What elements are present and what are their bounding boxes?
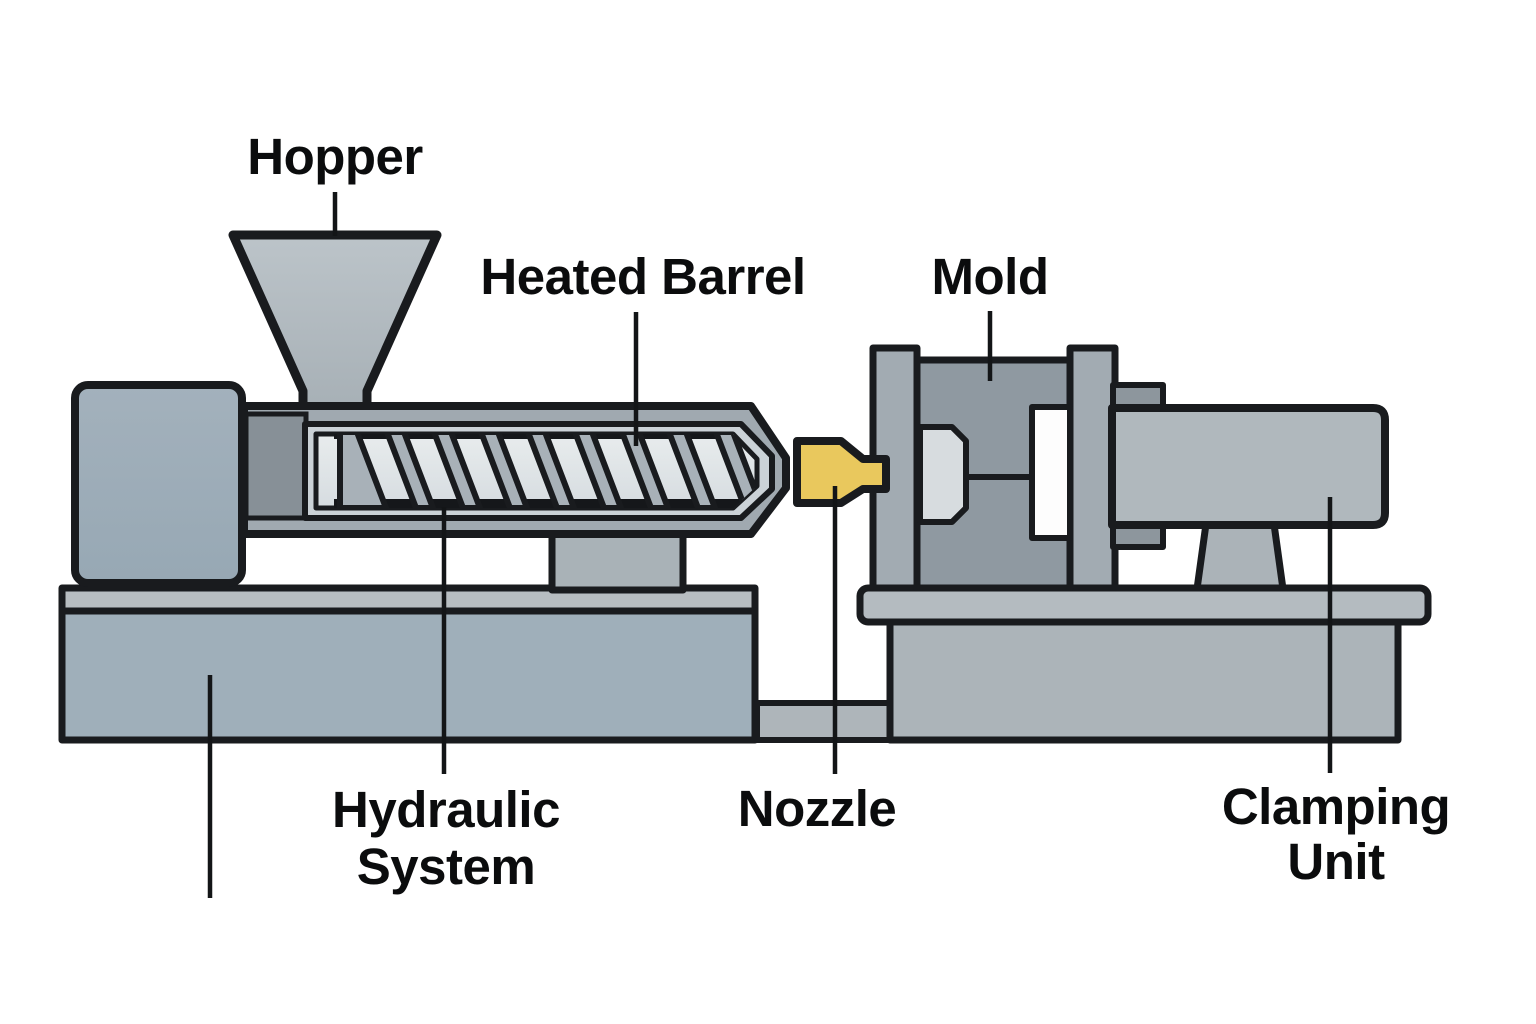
mold-label: Mold bbox=[932, 248, 1049, 305]
heated-barrel-label: Heated Barrel bbox=[480, 248, 805, 305]
right-base-box bbox=[886, 616, 1402, 744]
base-connector bbox=[754, 700, 895, 743]
clamping-unit-label-line1: Clamping bbox=[1222, 778, 1450, 835]
clamping-tab-upper bbox=[1110, 382, 1166, 410]
injection-housing bbox=[71, 381, 246, 587]
screw bbox=[334, 434, 757, 508]
left-base-box bbox=[58, 607, 759, 744]
hydraulic-system-label-line1: Hydraulic bbox=[332, 781, 560, 838]
screw-bottom-rail bbox=[334, 499, 757, 508]
right-platform bbox=[856, 584, 1432, 626]
clamping-unit-label-line2: Unit bbox=[1287, 833, 1385, 890]
mold-cavity bbox=[917, 424, 969, 525]
screw-flights bbox=[337, 434, 757, 508]
clamping-block bbox=[1108, 404, 1389, 529]
barrel-rear-section bbox=[243, 411, 309, 521]
nozzle-tip bbox=[793, 437, 890, 507]
clamping-support bbox=[1193, 520, 1287, 593]
hopper-funnel bbox=[228, 230, 442, 423]
mold-slot bbox=[1029, 404, 1073, 541]
hopper-label: Hopper bbox=[247, 128, 423, 185]
nozzle-label: Nozzle bbox=[738, 780, 897, 837]
hydraulic-system-label-line2: System bbox=[357, 838, 535, 895]
